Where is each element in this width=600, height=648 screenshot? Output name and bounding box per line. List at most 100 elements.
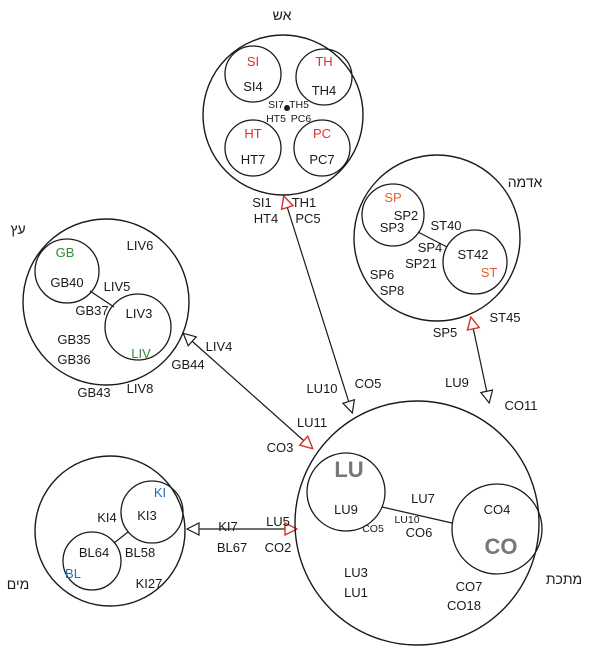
organ-label-liv: LIV: [131, 346, 151, 361]
point-th1: TH1: [292, 195, 317, 210]
organ-label-bl: BL: [65, 566, 81, 581]
point-co18: CO18: [447, 598, 481, 613]
gb-organ-circle: [34, 238, 100, 304]
organ-label-sp: SP: [384, 190, 401, 205]
point-lu3: LU3: [344, 565, 368, 580]
earth-title: אדמה: [508, 174, 543, 190]
point-pc5: PC5: [295, 211, 320, 226]
water-element: מים KI BL KI4 KI3 BL64 BL58 KI27 KI7 BL6…: [7, 455, 247, 607]
point-liv4: LIV4: [206, 339, 233, 354]
metal-circle: [294, 400, 540, 646]
point-ht4: HT4: [254, 211, 279, 226]
point-bl64: BL64: [79, 545, 109, 560]
earth-element: אדמה SP ST SP2 SP3 ST40 SP4 SP21 ST42 SP…: [353, 154, 543, 340]
point-gb35: GB35: [57, 332, 90, 347]
pc-organ-circle: [293, 119, 351, 177]
organ-label-th: TH: [315, 54, 332, 69]
point-sp21: SP21: [405, 256, 437, 271]
point-co5-outer: CO5: [355, 376, 382, 391]
point-sp6: SP6: [370, 267, 395, 282]
point-st40: ST40: [430, 218, 461, 233]
point-lu5: LU5: [266, 514, 290, 529]
point-sp5: SP5: [433, 325, 458, 340]
sp-organ-circle: [361, 183, 425, 247]
ki-organ-circle: [120, 480, 184, 544]
metal-element: מתכת LU CO LU9 LU7 CO4 LU10 CO5 CO6 LU3 …: [265, 375, 582, 646]
point-st45: ST45: [489, 310, 520, 325]
point-gb40: GB40: [50, 275, 83, 290]
bl-organ-circle: [62, 531, 122, 591]
wood-title: עץ: [10, 221, 25, 237]
point-si1: SI1: [252, 195, 272, 210]
point-lu7: LU7: [411, 491, 435, 506]
organ-label-co: CO: [485, 534, 518, 559]
fire-element: אש SI TH HT PC SI4 TH4 HT7 PC7 SI7 TH5 H…: [202, 7, 364, 226]
point-liv3: LIV3: [126, 306, 153, 321]
water-title: מים: [7, 576, 29, 592]
water-circle: [34, 455, 186, 607]
organ-label-si: SI: [247, 54, 259, 69]
fire-metal-arrow: [284, 197, 352, 412]
liv-organ-circle: [104, 293, 172, 361]
point-st42: ST42: [457, 247, 488, 262]
point-pc7: PC7: [309, 152, 334, 167]
point-lu1: LU1: [344, 585, 368, 600]
organ-label-lu: LU: [334, 457, 363, 482]
point-ki4: KI4: [97, 510, 117, 525]
point-lu11: LU11: [297, 415, 327, 430]
si-organ-circle: [224, 45, 282, 103]
organ-label-ki: KI: [154, 485, 166, 500]
earth-metal-arrow: [471, 318, 489, 402]
point-ht7: HT7: [241, 152, 266, 167]
point-lu9-inner: LU9: [334, 502, 358, 517]
earth-circle: [353, 154, 521, 322]
th-organ-circle: [295, 48, 353, 106]
fire-circle: [202, 34, 364, 196]
connections: [184, 197, 489, 529]
point-ki27: KI27: [136, 576, 163, 591]
point-co2: CO2: [265, 540, 292, 555]
point-co7: CO7: [456, 579, 483, 594]
organ-label-st: ST: [481, 265, 498, 280]
point-co11: CO11: [505, 398, 538, 413]
st-organ-circle: [442, 229, 508, 295]
point-lu10-inner: LU10: [394, 514, 419, 526]
organ-label-ht: HT: [244, 126, 261, 141]
point-th4: TH4: [312, 83, 337, 98]
point-co5-inner: CO5: [362, 523, 384, 535]
point-co4: CO4: [484, 502, 511, 517]
wood-element: עץ GB LIV LIV6 GB40 LIV5 GB37 LIV3 GB35 …: [10, 218, 233, 400]
point-co3: CO3: [267, 440, 294, 455]
gb-liv-link: [89, 290, 115, 308]
point-ht5: HT5: [266, 113, 286, 125]
organ-label-gb: GB: [56, 245, 75, 260]
lu-co-link: [381, 506, 453, 524]
lu-organ-circle: [306, 452, 386, 532]
point-th5: TH5: [289, 99, 309, 111]
wood-metal-arrow: [184, 334, 312, 448]
ki-bl-link: [113, 531, 129, 544]
point-liv6: LIV6: [127, 238, 154, 253]
point-lu9-outer: LU9: [445, 375, 469, 390]
point-si7: SI7: [268, 99, 284, 111]
point-sp4: SP4: [418, 240, 443, 255]
point-lu10-outer: LU10: [306, 381, 337, 396]
point-si4: SI4: [243, 79, 263, 94]
co-organ-circle: [451, 483, 543, 575]
sp-st-link: [417, 231, 448, 248]
point-gb44: GB44: [171, 357, 204, 372]
fire-center-dot: [284, 105, 290, 111]
point-gb37: GB37: [75, 303, 108, 318]
point-ki3: KI3: [137, 508, 157, 523]
organ-label-pc: PC: [313, 126, 331, 141]
point-sp3: SP3: [380, 220, 405, 235]
point-sp8: SP8: [380, 283, 405, 298]
metal-title: מתכת: [546, 571, 582, 587]
ht-organ-circle: [224, 119, 282, 177]
point-co6: CO6: [406, 525, 433, 540]
point-ki7: KI7: [218, 519, 238, 534]
point-gb43: GB43: [77, 385, 110, 400]
point-liv5: LIV5: [104, 279, 131, 294]
fire-title: אש: [273, 7, 292, 23]
